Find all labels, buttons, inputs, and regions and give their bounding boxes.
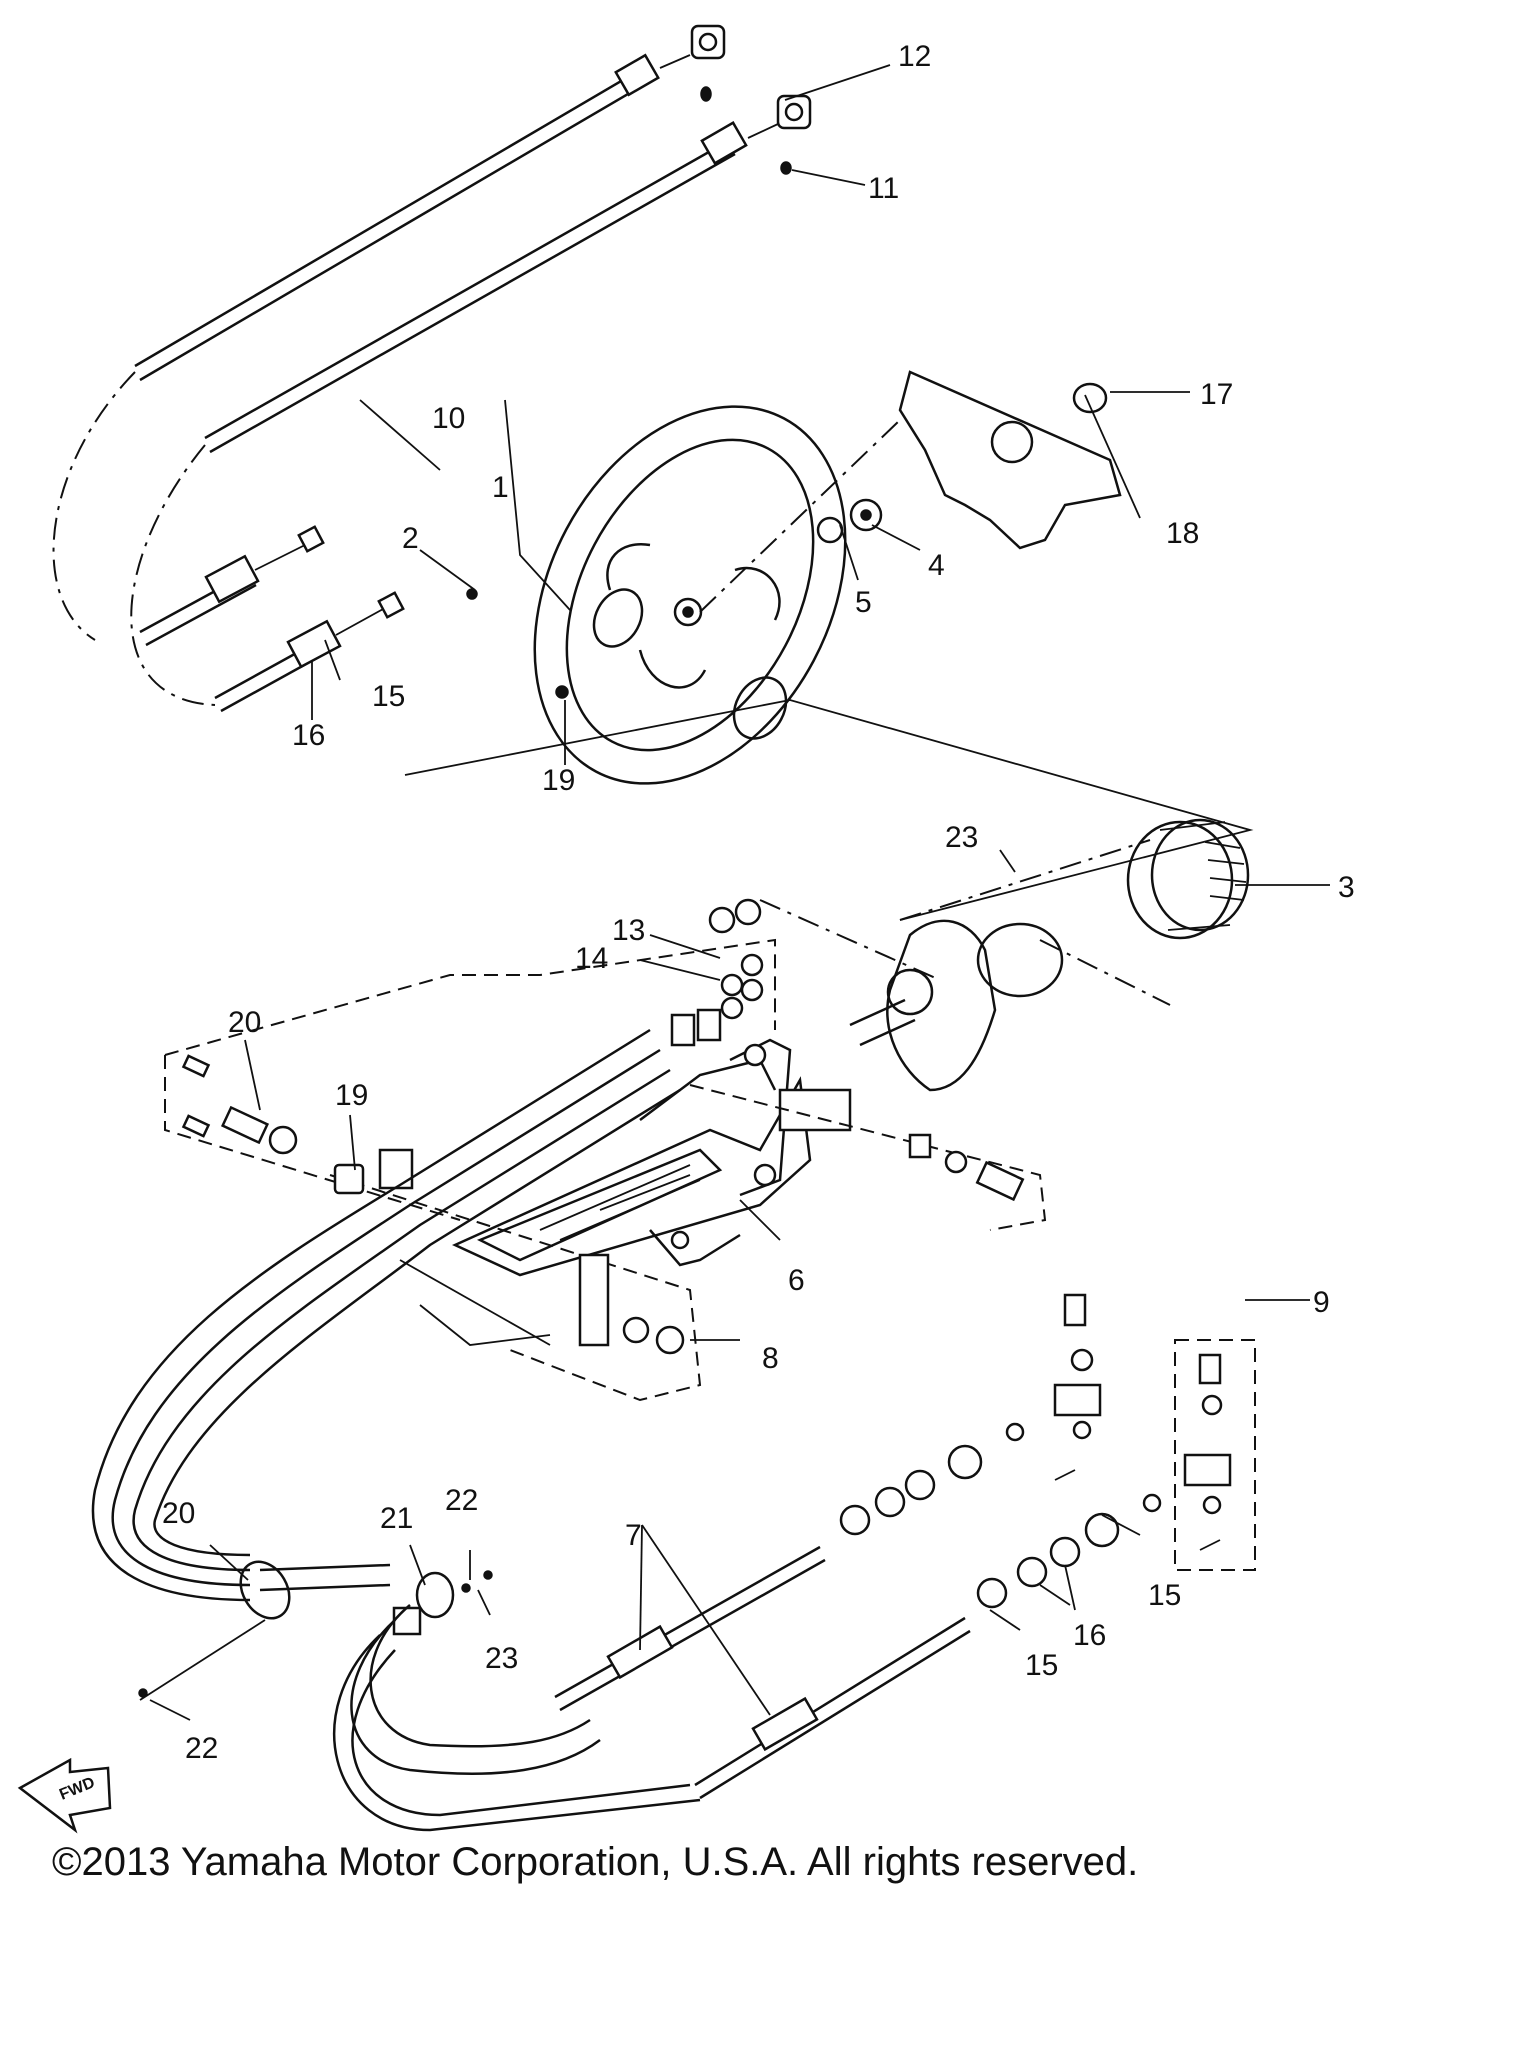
steering-cover [898, 370, 1122, 550]
callout-14: 14 [575, 942, 608, 975]
callout-4: 4 [928, 549, 945, 582]
wheel-hardware [466, 498, 883, 699]
cable-clamp-assembly [138, 1560, 701, 1832]
callout-15b: 15 [1148, 1579, 1181, 1612]
upper-cable-assembly [52, 24, 812, 706]
callout-1: 1 [492, 471, 509, 504]
hardware-group-upper [164, 898, 1047, 1402]
callout-20a: 20 [228, 1006, 261, 1039]
callout-9: 9 [1313, 1286, 1330, 1319]
callout-16b: 16 [1073, 1619, 1106, 1652]
joint-assembly [1053, 1293, 1256, 1571]
alignment-lines [404, 419, 1254, 1006]
callout-12: 12 [898, 40, 931, 73]
lower-cable-run [91, 1028, 681, 1602]
callout-21: 21 [380, 1502, 413, 1535]
callout-20b: 20 [162, 1497, 195, 1530]
callout-3: 3 [1338, 871, 1355, 904]
callouts: 12 11 10 17 1 18 2 4 5 15 16 19 23 3 13 … [162, 40, 1355, 1765]
callout-8: 8 [762, 1342, 779, 1375]
steering-wheel [533, 405, 847, 785]
callout-15c: 15 [1025, 1649, 1058, 1682]
callout-19a: 19 [542, 764, 575, 797]
callout-22a: 22 [445, 1484, 478, 1517]
callout-23b: 23 [485, 1642, 518, 1675]
callout-23a: 23 [945, 821, 978, 854]
callout-22b: 22 [185, 1732, 218, 1765]
callout-2: 2 [402, 522, 419, 555]
callout-5: 5 [855, 586, 872, 619]
callout-17: 17 [1200, 378, 1233, 411]
steering-bracket [451, 1038, 852, 1277]
callout-19b: 19 [335, 1079, 368, 1112]
steering-column [849, 818, 1250, 1092]
callout-6: 6 [788, 1264, 805, 1297]
leader-lines [139, 64, 1330, 1721]
callout-10: 10 [432, 402, 465, 435]
callout-16a: 16 [292, 719, 325, 752]
copyright-notice: ©2013 Yamaha Motor Corporation, U.S.A. A… [52, 1840, 1139, 1884]
lower-cables [554, 1422, 1162, 1800]
cable-ends-left [139, 525, 405, 713]
callout-7: 7 [625, 1519, 642, 1552]
callout-11: 11 [868, 172, 899, 205]
callout-13: 13 [612, 914, 645, 947]
callout-15a: 15 [372, 680, 405, 713]
fwd-arrow: FWD [17, 1757, 112, 1834]
callout-18: 18 [1166, 517, 1199, 550]
